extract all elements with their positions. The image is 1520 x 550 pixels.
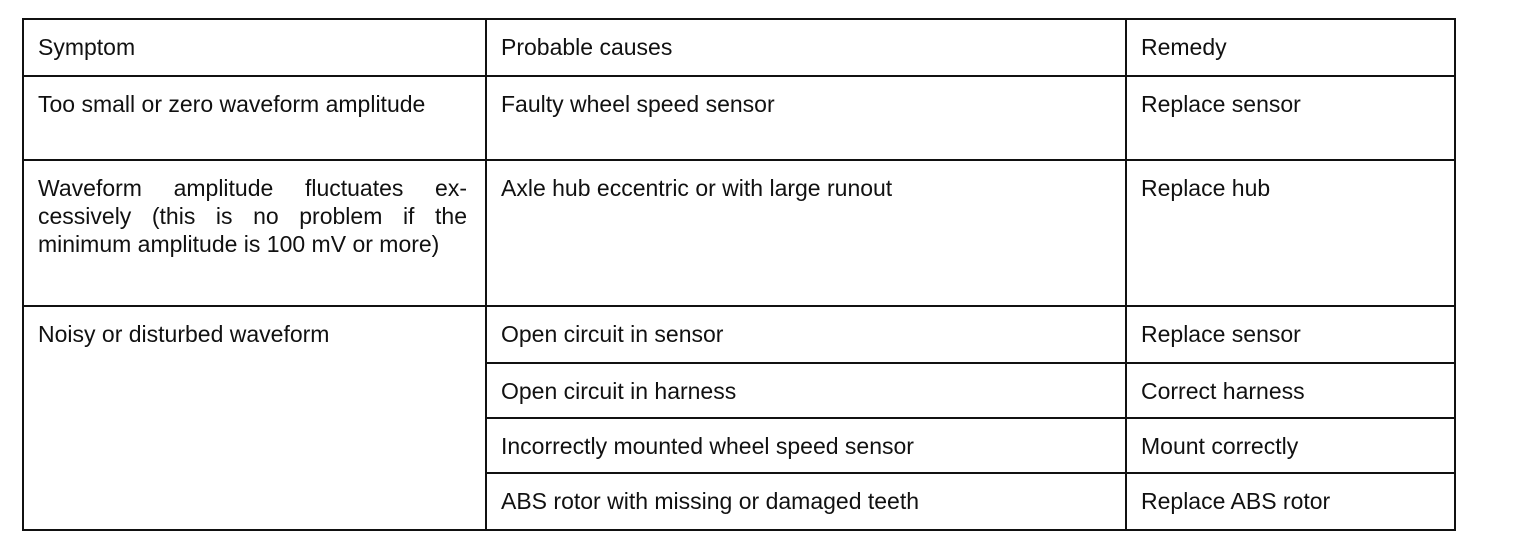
remedy-cell: Correct harness [1125,362,1456,419]
symptom-cell: Noisy or disturbed waveform [22,305,487,531]
remedy-cell: Replace sensor [1125,75,1456,161]
cause-cell: Faulty wheel speed sensor [485,75,1127,161]
table-header-row: Symptom Probable causes Remedy [22,18,1456,77]
header-probable-causes: Probable causes [485,18,1127,77]
cause-cell: Incorrectly mounted wheel speed sensor [485,417,1127,474]
remedy-cell: Replace sensor [1125,305,1456,364]
table-row: ABS rotor with missing or damaged teeth … [23,472,1456,531]
table-row: Incorrectly mounted wheel speed sensor M… [23,417,1456,474]
table-row: Too small or zero waveform amplitude Fau… [22,75,1456,161]
cause-cell: Open circuit in sensor [485,305,1127,364]
header-remedy: Remedy [1125,18,1456,77]
table-row: Open circuit in harness Correct harness [23,362,1456,419]
cause-cell: Axle hub eccentric or with large runout [485,159,1127,307]
cause-cell: Open circuit in harness [485,362,1127,419]
remedy-cell: Replace hub [1125,159,1456,307]
table-row: Waveform amplitude fluctuates ex-cessive… [22,159,1456,307]
table-row: Noisy or disturbed waveform Open circuit… [22,305,1456,531]
header-symptom: Symptom [22,18,487,77]
symptom-cell: Too small or zero waveform amplitude [22,75,487,161]
remedy-cell: Replace ABS rotor [1125,472,1456,531]
symptom-cell: Waveform amplitude fluctuates ex-cessive… [22,159,487,307]
troubleshooting-table: Symptom Probable causes Remedy Too small… [22,18,1456,531]
remedy-cell: Mount correctly [1125,417,1456,474]
cause-cell: ABS rotor with missing or damaged teeth [485,472,1127,531]
